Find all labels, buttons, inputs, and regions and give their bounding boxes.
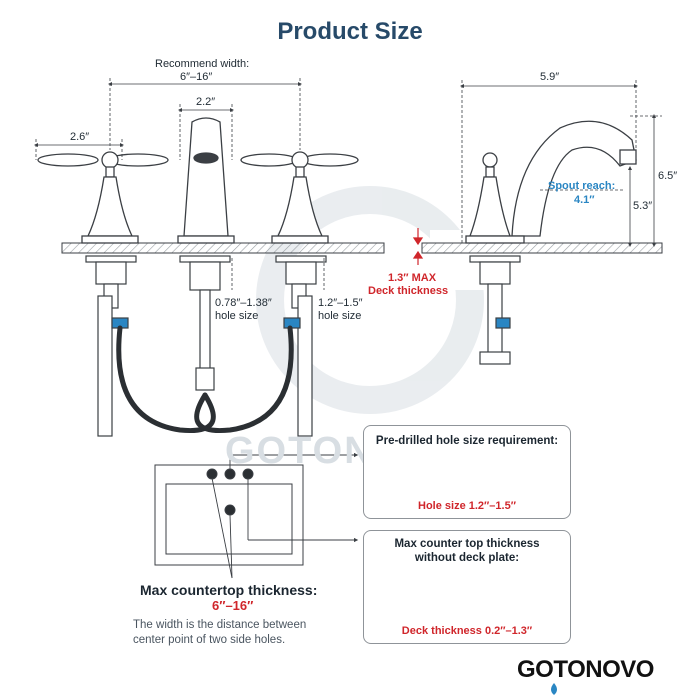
- deck-thickness-note: Deck thickness 0.2″–1.3″: [401, 625, 533, 637]
- deck-box-title-2: without deck plate:: [414, 552, 520, 564]
- valve-side-assembly: [469, 255, 521, 365]
- brand-logo: GOTONOVO: [517, 656, 654, 683]
- sink-top-view: [154, 464, 304, 566]
- side-hole-range: 1.2″–1.5″: [318, 297, 363, 309]
- countertop-range: 6″–16″: [212, 598, 254, 613]
- hole-size-box: Pre-drilled hole size requirement: Hole …: [363, 425, 571, 519]
- hole-size-box-title: Pre-drilled hole size requirement:: [375, 435, 559, 447]
- width-description-2: center point of two side holes.: [133, 634, 286, 646]
- valve-right-assembly: [275, 255, 327, 437]
- handle-width-label: 2.6″: [70, 131, 90, 143]
- deck-max-label: 1.3″ MAX: [388, 272, 437, 284]
- deck-thickness-label: Deck thickness: [368, 285, 449, 297]
- deck-thickness-box: Max counter top thickness without deck p…: [363, 530, 571, 644]
- faucet-side: [465, 120, 637, 244]
- valve-left-assembly: [85, 255, 137, 437]
- recommend-width-label: Recommend width:: [155, 58, 250, 70]
- countertop-side: [421, 242, 663, 254]
- deck-box-title-1: Max counter top thickness: [394, 538, 540, 550]
- width-description-1: The width is the distance between: [133, 619, 307, 631]
- countertop-label: Max countertop thickness:: [140, 582, 318, 598]
- side-depth-label: 5.9″: [540, 71, 560, 83]
- center-hole-range: 0.78″–1.38″: [215, 297, 272, 309]
- spout-reach-value: 4.1″: [574, 194, 595, 206]
- recommend-width-value: 6″–16″: [180, 71, 213, 83]
- page-title: Product Size: [277, 18, 423, 45]
- deck-arrows: [412, 228, 424, 265]
- countertop-front: [61, 242, 385, 254]
- spout-width-label: 2.2″: [196, 96, 216, 108]
- center-hole-label: hole size: [215, 310, 259, 322]
- total-height-label: 6.5″: [658, 170, 678, 182]
- left-handle: [37, 151, 169, 244]
- side-hole-label: hole size: [318, 310, 362, 322]
- hole-size-note: Hole size 1.2″–1.5″: [418, 500, 516, 512]
- spout-height-label: 5.3″: [633, 200, 653, 212]
- dimension-lines: [34, 78, 662, 290]
- sink-callouts: [211, 452, 359, 579]
- right-handle: [240, 151, 359, 244]
- valve-center-assembly: [179, 255, 231, 391]
- spout-front: [177, 117, 235, 244]
- supply-hoses: [116, 325, 294, 434]
- water-drop-icon: [551, 683, 557, 695]
- spout-reach-label: Spout reach:: [548, 180, 616, 192]
